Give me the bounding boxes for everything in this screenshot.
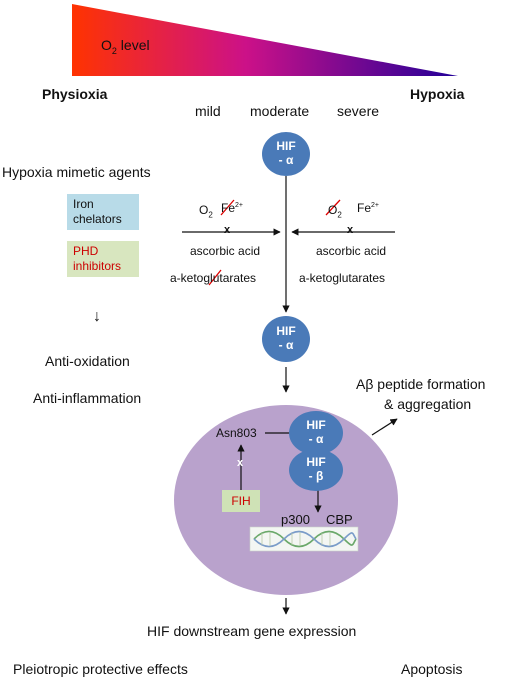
hif-node-line2: - β <box>308 469 324 483</box>
asn803-label: Asn803 <box>216 426 257 440</box>
anti-inflammation-label: Anti-inflammation <box>33 390 142 406</box>
o2-level-label: O2 level <box>101 37 150 56</box>
abeta-label-line1: Aβ peptide formation <box>356 376 486 392</box>
p300-label: p300 <box>281 512 310 527</box>
physioxia-label: Physioxia <box>42 86 108 102</box>
phd-inhibitors-box: PHD inhibitors <box>67 241 139 277</box>
hif-alpha-node-top: HIF - α <box>262 132 310 176</box>
fih-x-mark: x <box>237 457 244 469</box>
arrow-to-abeta <box>371 418 398 436</box>
severity-severe: severe <box>337 103 380 119</box>
left-x-mark: x <box>224 224 231 236</box>
left-o2-label: O2 <box>199 203 213 220</box>
hif-node-line1: HIF <box>306 455 326 470</box>
hif-node-line2: - α <box>308 432 324 446</box>
o2-level-wedge <box>72 4 458 76</box>
hif-node-line1: HIF <box>276 139 296 154</box>
right-o2-label: O2 <box>328 203 342 220</box>
right-x-mark: x <box>347 224 354 236</box>
right-aketo-label: a-ketoglutarates <box>299 271 386 285</box>
hif-node-line1: HIF <box>276 324 296 339</box>
apoptosis-label: Apoptosis <box>401 661 463 677</box>
cbp-label: CBP <box>326 512 353 527</box>
right-ascorbic-label: ascorbic acid <box>316 244 387 258</box>
left-ascorbic-label: ascorbic acid <box>190 244 261 258</box>
downstream-expression-label: HIF downstream gene expression <box>147 623 357 639</box>
dna-icon <box>249 526 359 552</box>
left-aketo-label: a-ketoglutarates <box>170 271 257 285</box>
hypoxia-label: Hypoxia <box>410 86 465 102</box>
hif-node-line2: - α <box>278 338 294 352</box>
anti-oxidation-label: Anti-oxidation <box>45 353 130 369</box>
hif-beta-node-cell: HIF - β <box>289 449 343 491</box>
strike-fe-left <box>220 199 235 216</box>
severity-moderate: moderate <box>250 103 310 119</box>
fih-box: FIH <box>222 490 260 512</box>
hypoxia-mimetic-title: Hypoxia mimetic agents <box>2 164 151 180</box>
severity-mild: mild <box>195 103 221 119</box>
hif-node-line2: - α <box>278 153 294 167</box>
right-fe-label: Fe2+ <box>357 201 379 215</box>
left-fe-label: Fe2+ <box>221 201 243 215</box>
iron-chelators-box: Iron chelators <box>67 194 139 230</box>
strike-o2-right <box>325 199 341 216</box>
left-down-arrow: ↓ <box>93 308 101 325</box>
abeta-label-line2: & aggregation <box>384 396 472 412</box>
strike-a-keto-left <box>208 269 222 286</box>
hif-node-line1: HIF <box>306 418 326 433</box>
hif-alpha-node-cell: HIF - α <box>289 411 343 455</box>
protective-effects-label: Pleiotropic protective effects <box>13 661 188 677</box>
hif-alpha-node-middle: HIF - α <box>262 316 310 362</box>
